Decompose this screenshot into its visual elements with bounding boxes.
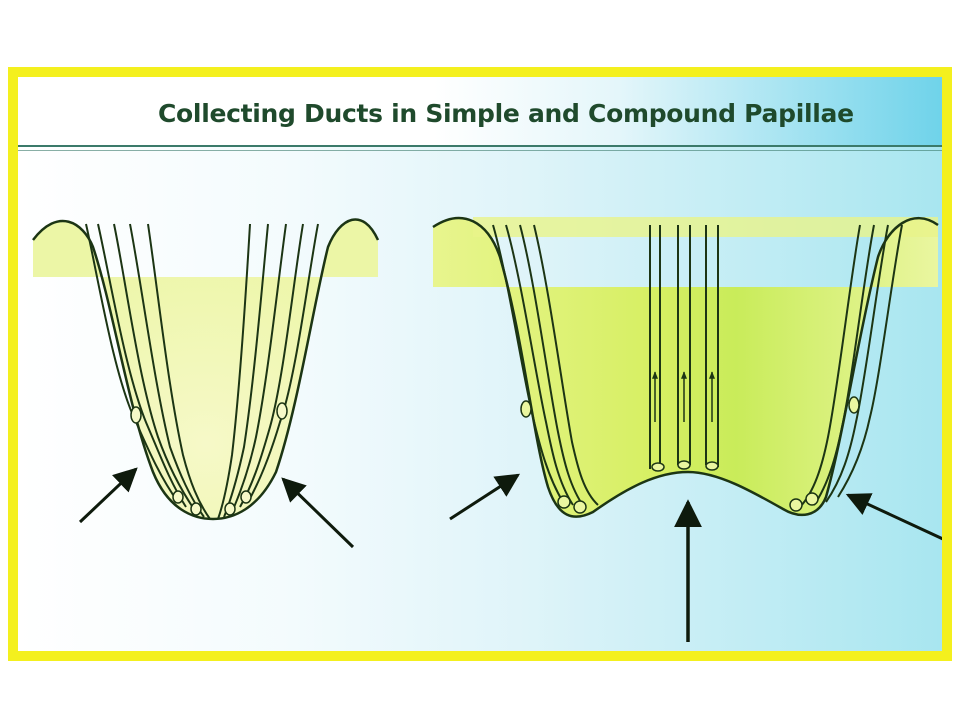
simple-papilla-body: [33, 219, 378, 519]
compound-ducts-center: [649, 225, 719, 469]
title-band: Collecting Ducts in Simple and Compound …: [18, 77, 942, 145]
title-divider-thin: [18, 150, 942, 151]
simple-papilla-ducts-right: [217, 223, 319, 520]
compound-papilla-outline: [432, 216, 939, 518]
simple-papilla: [32, 218, 380, 549]
compound-right-arrow: [845, 493, 942, 541]
compound-left-arrow: [449, 473, 521, 521]
simple-papilla-ducts-left: [85, 223, 211, 520]
page-title: Collecting Ducts in Simple and Compound …: [158, 99, 854, 128]
slide-content: Collecting Ducts in Simple and Compound …: [18, 77, 942, 651]
compound-papilla: [432, 216, 942, 642]
slide-frame: Collecting Ducts in Simple and Compound …: [8, 67, 952, 661]
simple-papilla-outline: [32, 218, 380, 521]
simple-papilla-duct-openings: [130, 402, 288, 516]
title-divider: [18, 145, 942, 147]
compound-center-flow-arrows: [652, 371, 715, 422]
papillae-diagram: [32, 216, 942, 642]
simple-right-arrow: [281, 477, 355, 549]
simple-left-arrow: [78, 467, 138, 524]
compound-duct-openings: [520, 396, 860, 514]
compound-ducts-left: [492, 224, 599, 508]
